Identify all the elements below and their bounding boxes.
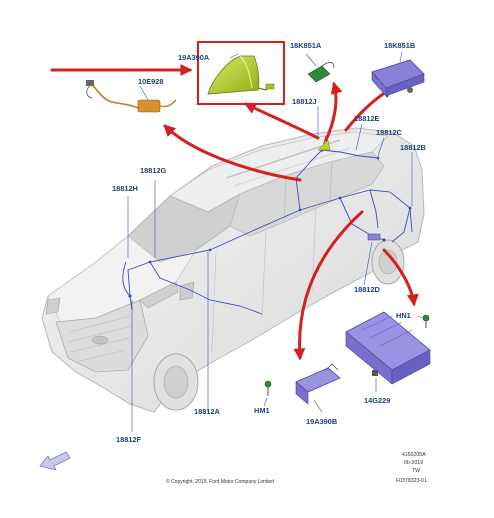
- label-14G229: 14G229: [364, 396, 390, 405]
- label-10E928: 10E928: [138, 77, 163, 86]
- reference-line-1: 4150205A: [402, 452, 426, 458]
- arrow-to-19A390A: [243, 102, 320, 140]
- shark-fin-antenna: [207, 53, 275, 95]
- label-18812A: 18812A: [194, 407, 221, 416]
- label-18812E: 18812E: [354, 114, 380, 123]
- component-19A390B: [295, 363, 341, 413]
- arrow-to-14G229: [382, 248, 419, 307]
- label-HM1: HM1: [254, 406, 270, 415]
- component-18K851A: [305, 53, 335, 83]
- vehicle-illustration: [41, 127, 425, 413]
- component-10E928: [86, 80, 177, 113]
- label-19A390B: 19A390B: [306, 417, 337, 426]
- reference-line-3: TW: [412, 468, 420, 474]
- vehicle-front-direction-icon: [39, 451, 71, 471]
- in-vehicle-module-marker: [367, 233, 381, 241]
- callout-arrows: [50, 64, 419, 361]
- label-18812D: 18812D: [354, 285, 381, 294]
- label-18K851B: 18K851B: [384, 41, 415, 50]
- fastener-HM1: [263, 380, 272, 407]
- fastener-HN1: [417, 314, 430, 328]
- label-19A390A: 19A390A: [178, 53, 210, 62]
- arrow-to-18K851A: [324, 81, 343, 142]
- reference-line-2: 0b-2019: [404, 460, 423, 466]
- label-HN1: HN1: [396, 311, 411, 320]
- roof-antenna-marker: [317, 139, 331, 151]
- arrow-to-19A390B: [293, 210, 364, 361]
- component-18K851B: [371, 51, 425, 97]
- label-18812C: 18812C: [376, 128, 403, 137]
- highlight-box-19A390A: [197, 41, 285, 105]
- label-18812G: 18812G: [140, 166, 167, 175]
- arrow-to-10E928: [163, 124, 302, 182]
- reference-line-4: F0378323-01: [396, 478, 427, 484]
- label-18812F: 18812F: [116, 435, 142, 444]
- label-18812J: 18812J: [292, 97, 317, 106]
- label-18812H: 18812H: [112, 184, 138, 193]
- vehicle-side-windows: [229, 151, 385, 237]
- label-18K851A: 18K851A: [290, 41, 322, 50]
- copyright-text: © Copyright, 2019, Ford Motor Company Li…: [166, 478, 274, 485]
- label-18812B: 18812B: [400, 143, 426, 152]
- leader-lines: [127, 106, 413, 432]
- component-14G229: [345, 311, 431, 392]
